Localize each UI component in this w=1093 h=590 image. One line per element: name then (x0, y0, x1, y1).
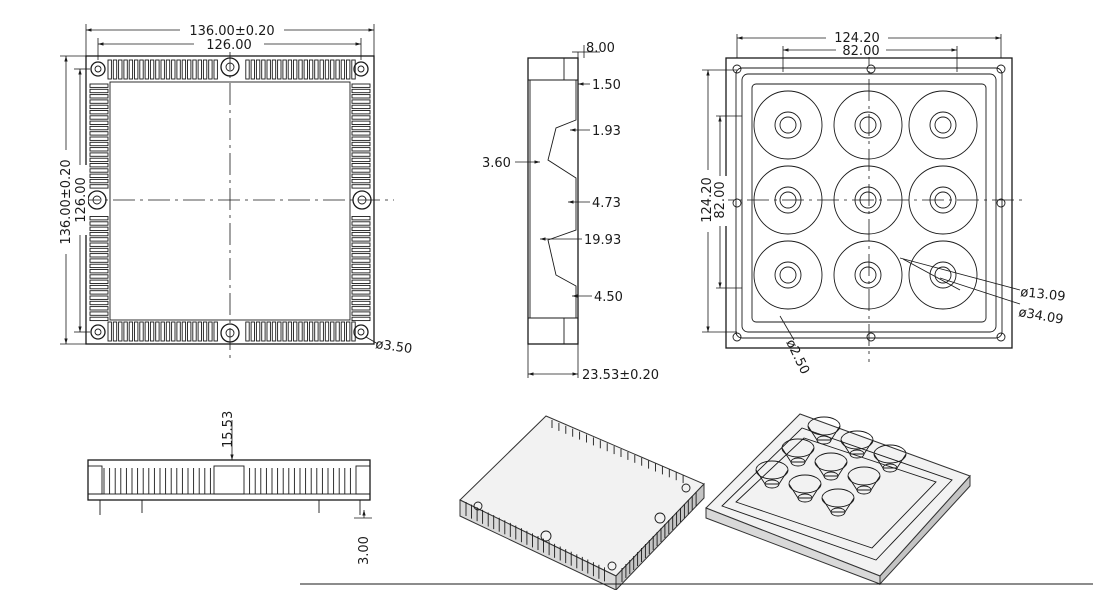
dim-hole-diameter: ø3.50 (374, 337, 413, 357)
dim-section-1-93: 1.93 (592, 124, 621, 139)
heatsink-fins-vertical (89, 83, 371, 322)
dim-lens-inner-height: 82.00 (713, 181, 728, 218)
dim-top-outer-width: 136.00±0.20 (189, 24, 274, 39)
heatsink-isometric (459, 415, 705, 590)
heatsink-fins-horizontal (107, 59, 356, 342)
dim-section-19-93: 19.93 (584, 233, 621, 248)
dim-lens-small-diameter: ø13.09 (1020, 285, 1066, 305)
side-fins (103, 468, 351, 494)
lens-section-view: 8.00 1.50 1.93 3.60 4.73 19.93 4.50 23.5… (482, 41, 659, 383)
dim-section-total-depth: 23.53±0.20 (582, 368, 659, 383)
dim-lens-outer-width: 124.20 (834, 31, 880, 46)
dim-left-inner-height: 126.00 (74, 177, 89, 223)
lens-section-hatch (529, 79, 577, 319)
dim-lens-hole-diameter: ø2.50 (782, 337, 812, 377)
dim-left-outer-height: 136.00±0.20 (59, 159, 74, 244)
lens-isometric (705, 413, 971, 586)
dim-section-1-50: 1.50 (592, 78, 621, 93)
isometric-lenses (755, 416, 907, 517)
dim-lens-large-diameter: ø34.09 (1017, 305, 1064, 328)
dim-pin-length: 3.00 (357, 536, 372, 565)
dim-section-4-73: 4.73 (592, 196, 621, 211)
heatsink-top-view: 136.00±0.20 126.00 136.00±0.20 126.00 ø3… (58, 22, 413, 358)
lens-front-view: 124.20 82.00 124.20 82.00 ø13.09 ø34.09 … (698, 30, 1066, 377)
dim-section-3-60: 3.60 (482, 156, 511, 171)
dim-section-4-50: 4.50 (594, 290, 623, 305)
dim-lens-outer-height: 124.20 (700, 177, 715, 223)
heatsink-side-view: 15.53 3.00 (87, 411, 372, 565)
dim-section-top: 8.00 (586, 41, 615, 56)
dim-lens-inner-width: 82.00 (842, 44, 879, 59)
lens-frame-holes (732, 64, 1006, 342)
dim-side-height: 15.53 (221, 411, 236, 448)
dim-top-inner-width: 126.00 (206, 38, 252, 53)
